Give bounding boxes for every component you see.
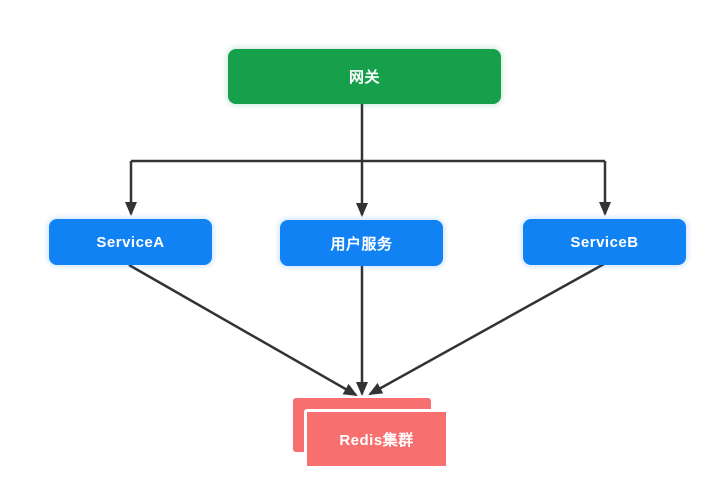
node-gateway: 网关 <box>228 49 501 104</box>
node-gateway-label: 网关 <box>348 69 380 86</box>
node-redis-cluster: Redis集群 <box>304 409 449 469</box>
node-service-a: ServiceA <box>49 219 212 265</box>
node-redis-cluster-label: Redis集群 <box>339 431 414 449</box>
node-service-a-label: ServiceA <box>96 233 165 251</box>
node-service-b-label: ServiceB <box>570 233 639 251</box>
node-user-service: 用户服务 <box>280 220 443 266</box>
edge-service-b-to-redis <box>368 262 605 396</box>
node-service-b: ServiceB <box>523 219 686 265</box>
edge-service-a-to-redis <box>128 263 358 397</box>
node-user-service-label: 用户服务 <box>330 235 393 253</box>
